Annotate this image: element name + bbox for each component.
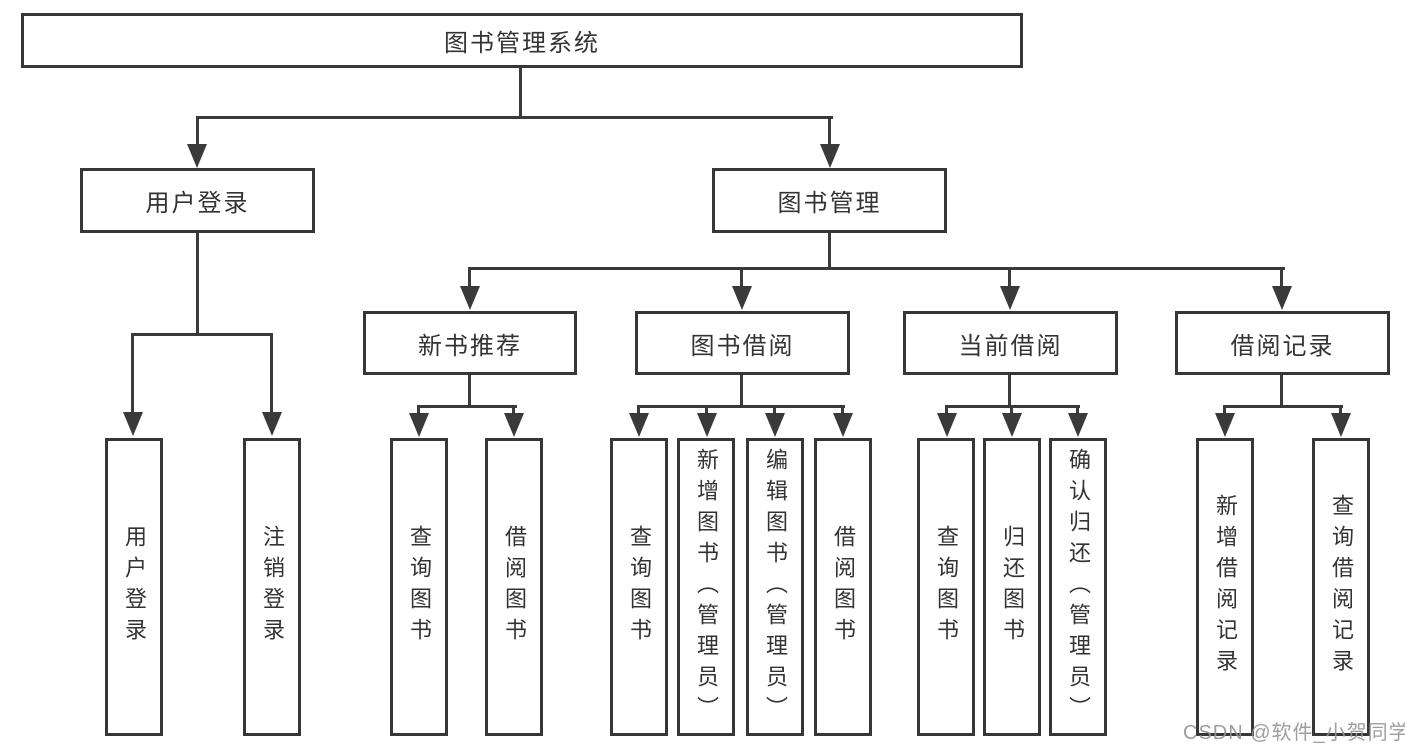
arrow-down-icon: [697, 413, 717, 437]
leaf-logout: 注销登录: [243, 438, 301, 736]
connector-line: [468, 375, 471, 408]
leaf-confirm-return-admin: 确认归还（管理员）: [1049, 438, 1107, 736]
connector-line: [468, 267, 1285, 270]
arrow-down-icon: [1002, 413, 1022, 437]
node-book-borrowing: 图书借阅: [635, 311, 850, 375]
connector-line: [1280, 267, 1283, 289]
leaf-add-book-admin: 新增图书（管理员）: [677, 438, 735, 736]
leaf-query-books-current: 查询图书: [917, 438, 975, 736]
leaf-edit-book-admin: 编辑图书（管理员）: [746, 438, 804, 736]
connector-line: [196, 116, 199, 148]
connector-line: [1010, 405, 1013, 417]
leaf-user-login: 用户登录: [105, 438, 163, 736]
connector-line: [196, 233, 199, 335]
connector-line: [131, 333, 134, 414]
arrow-down-icon: [629, 413, 649, 437]
arrow-down-icon: [937, 413, 957, 437]
leaf-query-books-recommend: 查询图书: [390, 438, 448, 736]
node-user-login: 用户登录: [80, 168, 315, 233]
connector-line: [828, 233, 831, 270]
connector-line: [196, 116, 833, 119]
leaf-add-borrow-record: 新增借阅记录: [1196, 438, 1254, 736]
connector-line: [945, 405, 948, 417]
arrow-down-icon: [262, 412, 282, 436]
node-current-borrowing: 当前借阅: [903, 311, 1118, 375]
arrow-down-icon: [765, 413, 785, 437]
connector-line: [1339, 405, 1342, 417]
leaf-query-books-borrowing: 查询图书: [610, 438, 668, 736]
leaf-borrow-books: 借阅图书: [814, 438, 872, 736]
connector-line: [740, 375, 743, 408]
connector-line: [773, 405, 776, 417]
arrow-down-icon: [1272, 286, 1292, 310]
node-new-book-recommend: 新书推荐: [363, 311, 577, 375]
node-library-management-system: 图书管理系统: [21, 13, 1023, 68]
arrow-down-icon: [187, 144, 207, 168]
leaf-borrow-books-recommend: 借阅图书: [485, 438, 543, 736]
arrow-down-icon: [820, 144, 840, 168]
connector-line: [468, 267, 471, 289]
connector-line: [1008, 267, 1011, 289]
connector-line: [131, 333, 273, 336]
node-book-management: 图书管理: [712, 168, 947, 233]
connector-line: [1076, 405, 1079, 417]
connector-line: [1223, 405, 1226, 417]
leaf-query-borrow-record: 查询借阅记录: [1312, 438, 1370, 736]
arrow-down-icon: [833, 413, 853, 437]
csdn-watermark: CSDN @软件_小贺同学: [1183, 722, 1405, 744]
arrow-down-icon: [460, 286, 480, 310]
connector-line: [417, 405, 420, 417]
connector-line: [519, 67, 522, 118]
connector-line: [637, 405, 640, 417]
node-borrowing-records: 借阅记录: [1175, 311, 1390, 375]
connector-line: [512, 405, 515, 417]
arrow-down-icon: [732, 286, 752, 310]
arrow-down-icon: [1000, 286, 1020, 310]
arrow-down-icon: [1215, 413, 1235, 437]
connector-line: [1223, 405, 1343, 408]
leaf-return-book: 归还图书: [983, 438, 1041, 736]
arrow-down-icon: [409, 413, 429, 437]
arrow-down-icon: [504, 413, 524, 437]
arrow-down-icon: [123, 412, 143, 436]
connector-line: [828, 116, 831, 148]
connector-line: [1280, 375, 1283, 408]
arrow-down-icon: [1068, 413, 1088, 437]
connector-line: [637, 405, 845, 408]
connector-line: [740, 267, 743, 289]
connector-line: [1008, 375, 1011, 408]
connector-line: [270, 333, 273, 414]
arrow-down-icon: [1331, 413, 1351, 437]
connector-line: [705, 405, 708, 417]
connector-line: [417, 405, 517, 408]
connector-line: [841, 405, 844, 417]
